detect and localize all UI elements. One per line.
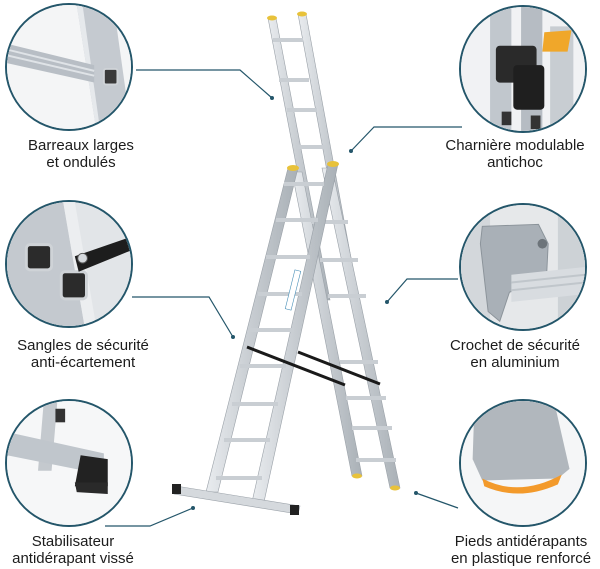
stabilizer-closeup — [5, 399, 133, 527]
straps-label: Sangles de sécurité anti-écartement — [0, 337, 168, 371]
hinge-closeup — [459, 5, 587, 133]
wide-rung-closeup-icon — [7, 5, 131, 129]
non-slip-foot-closeup-icon — [461, 401, 585, 525]
straps-label-line1: Sangles de sécurité — [17, 337, 149, 354]
rungs-label-line1: Barreaux larges — [28, 137, 134, 154]
hinge-closeup-icon — [461, 7, 585, 131]
straps-closeup — [5, 200, 133, 328]
hook-label: Crochet de sécurité en aluminium — [430, 337, 600, 371]
hook-label-line1: Crochet de sécurité — [449, 337, 581, 354]
hinge-label-line1: Charnière modulable — [445, 137, 585, 154]
hook-label-line2: en aluminium — [470, 354, 560, 371]
stabilizer-label-line1: Stabilisateur — [31, 533, 115, 550]
stabilizer-bar — [172, 484, 301, 515]
stabilizer-closeup-icon — [7, 401, 131, 525]
rungs-label-line2: et ondulés — [46, 154, 116, 171]
rungs-label: Barreaux larges et ondulés — [0, 137, 166, 171]
hinge-label: Charnière modulable antichoc — [430, 137, 600, 171]
front-section — [205, 161, 339, 503]
back-section — [291, 167, 401, 491]
rungs-closeup — [5, 3, 133, 131]
hook-closeup — [459, 203, 587, 331]
safety-hook-closeup-icon — [461, 205, 585, 329]
hinge-label-line2: antichoc — [487, 154, 543, 171]
feet-label: Pieds antidérapants en plastique renforc… — [436, 533, 600, 567]
stabilizer-label-line2: antidérapant vissé — [12, 550, 134, 567]
safety-strap-closeup-icon — [7, 202, 131, 326]
stabilizer-label: Stabilisateur antidérapant vissé — [0, 533, 158, 567]
feet-closeup — [459, 399, 587, 527]
safety-straps — [246, 345, 381, 387]
feet-label-line2: en plastique renforcé — [450, 550, 592, 567]
straps-label-line2: anti-écartement — [30, 354, 136, 371]
feet-label-line1: Pieds antidérapants — [454, 533, 588, 550]
